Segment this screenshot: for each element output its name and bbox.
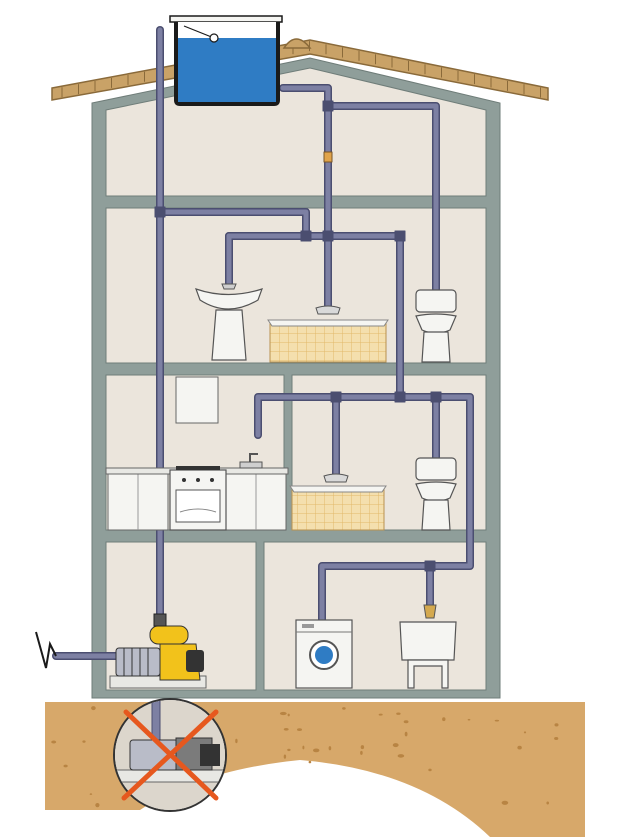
laundry-sink-icon bbox=[399, 604, 457, 689]
stove-icon bbox=[169, 466, 227, 531]
toilet-icon bbox=[415, 289, 457, 363]
water-tank-icon bbox=[169, 15, 283, 106]
float-valve-icon bbox=[183, 25, 219, 43]
bathtub-icon bbox=[267, 305, 389, 363]
washbasin-icon bbox=[195, 283, 263, 361]
kitchen-sink-icon bbox=[239, 453, 263, 469]
booster-pump-icon bbox=[109, 613, 207, 689]
inset-not-recommended bbox=[113, 698, 227, 812]
bathtub-icon bbox=[289, 473, 387, 531]
toilet-icon bbox=[415, 457, 457, 531]
electric-cable-icon bbox=[35, 631, 57, 669]
washing-machine-icon bbox=[295, 619, 353, 689]
water-heater-icon bbox=[175, 376, 219, 424]
prohibited-cross-icon bbox=[121, 709, 219, 801]
